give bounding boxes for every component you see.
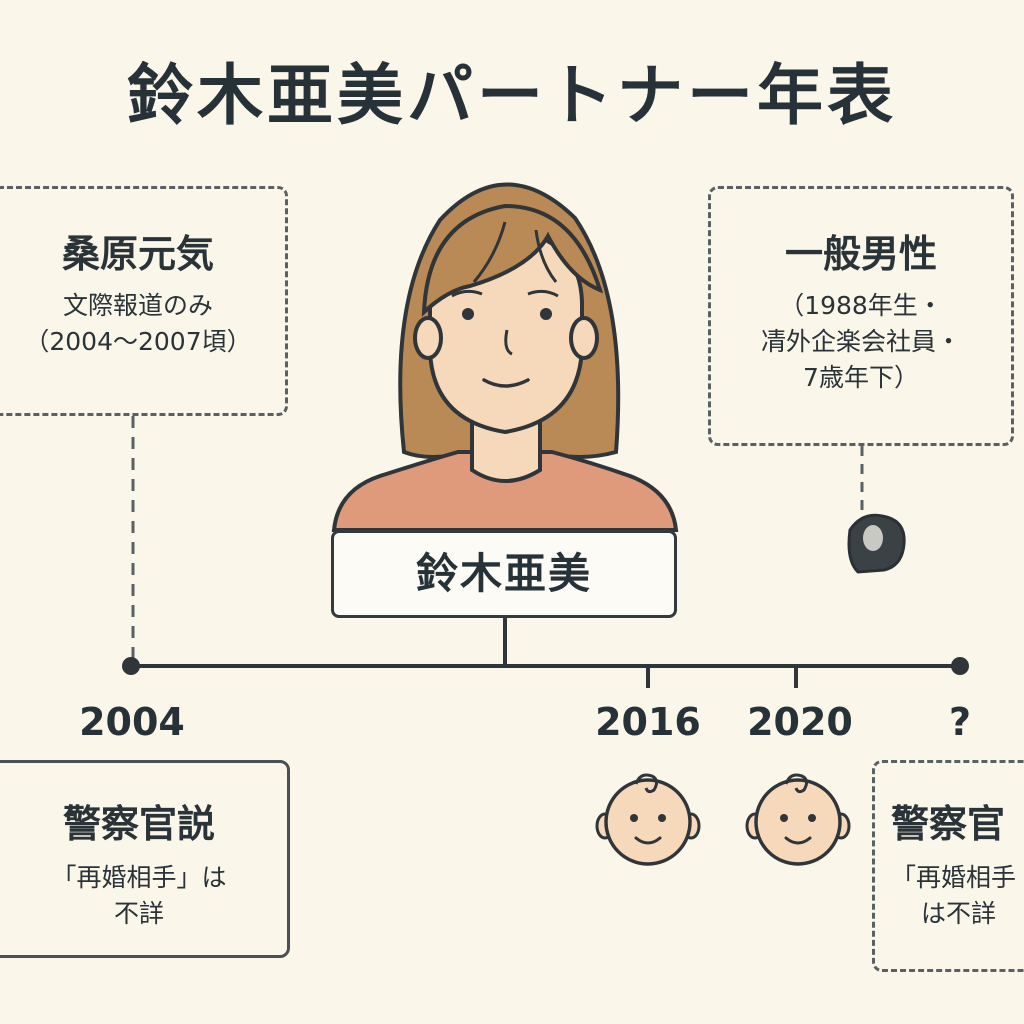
- partner-name-3: 警察官説: [62, 802, 215, 846]
- partner-detail-2a: （1988年生・: [779, 291, 943, 320]
- partner-detail-1a: 文際報道のみ: [62, 291, 213, 320]
- year-label-2020: 2020: [747, 700, 853, 744]
- partner-name-1: 桑原元気: [61, 232, 214, 276]
- partner-detail-4b: は不詳: [921, 899, 997, 928]
- ring-icon: [847, 513, 906, 574]
- partner-card-2: 一般男性 （1988年生・ 凊外企楽会社員・ 7歳年下）: [708, 186, 1014, 446]
- baby-icon-2016: [595, 773, 701, 866]
- partner-detail-2c: 7歳年下）: [803, 363, 919, 392]
- timeline-start-dot: [122, 657, 140, 675]
- partner-card-1: 桑原元気 文際報道のみ （2004～2007頃）: [0, 186, 288, 416]
- baby-icon-2020: [745, 773, 851, 866]
- timeline-end-dot: [951, 657, 969, 675]
- year-label-unknown: ?: [948, 700, 972, 744]
- partner-detail-2b: 凊外企楽会社員・: [760, 327, 961, 356]
- portrait-avatar: [331, 182, 679, 532]
- partner-card-3: 警察官説 「再婚相手」は 不詳: [0, 760, 290, 958]
- page-title: 鈴木亜美パートナー年表: [127, 57, 897, 134]
- year-label-2016: 2016: [595, 700, 701, 744]
- partner-name-2: 一般男性: [784, 232, 937, 276]
- center-name-label: 鈴木亜美: [331, 530, 677, 618]
- year-label-2004: 2004: [79, 700, 185, 744]
- partner-detail-3b: 不詳: [113, 899, 164, 928]
- partner-detail-1b: （2004～2007頃）: [24, 327, 252, 356]
- partner-detail-3a: 「再婚相手」は: [51, 863, 227, 892]
- partner-name-4: 警察官: [891, 802, 1006, 846]
- partner-card-4: 警察官 「再婚相手 は不詳: [872, 760, 1024, 972]
- partner-detail-4a: 「再婚相手: [891, 863, 1017, 892]
